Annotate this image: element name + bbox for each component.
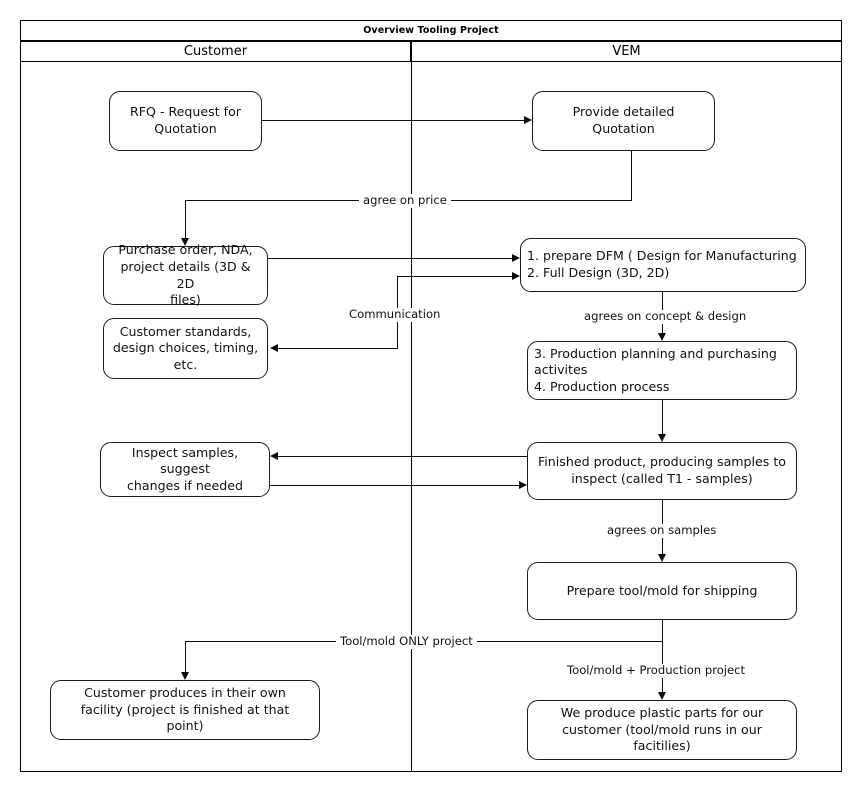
node-prepare-shipping[interactable]: Prepare tool/mold for shipping [527,562,797,620]
edge-communication-top-arrowhead [512,272,520,280]
edge-communication-bottom-arrowhead [270,344,278,352]
node-we-produce-label: We produce plastic parts for our custome… [560,705,764,754]
node-finished-product[interactable]: Finished product, producing samples to i… [527,442,797,500]
lane-header-vem: VEM [411,41,842,62]
node-production-planning[interactable]: 3. Production planning and purchasing ac… [527,341,797,400]
edge-tool-mold-only-arrowhead [181,672,189,680]
pool-title: Overview Tooling Project [20,20,842,41]
edge-agree-price-seg-down [631,151,633,200]
edge-label-agrees-on-samples: agrees on samples [603,524,721,538]
edge-label-tool-mold-production: Tool/mold + Production project [563,664,750,678]
node-customer-standards[interactable]: Customer standards, design choices, timi… [103,318,268,379]
edge-prepare-trunk [662,620,664,642]
edge-rfq-to-quotation-arrowhead [524,116,532,124]
node-customer-produces[interactable]: Customer produces in their own facility … [50,680,320,740]
edge-production-to-finished [662,400,664,434]
edge-dfm-to-production-arrowhead [658,333,666,341]
edge-purchase-order-to-dfm [268,258,516,260]
node-purchase-order[interactable]: Purchase order, NDA, project details (3D… [103,242,268,307]
edge-finished-to-prepare-arrowhead [658,554,666,562]
node-dfm-full-design[interactable]: 1. prepare DFM ( Design for Manufacturin… [520,238,806,292]
node-finished-product-label: Finished product, producing samples to i… [537,454,786,486]
edge-finished-to-inspect-arrowhead [270,452,278,460]
edge-agree-price-seg-down2 [185,200,187,238]
edge-tool-mold-only-vertical [185,641,187,672]
node-customer-produces-label: Customer produces in their own facility … [80,685,290,734]
node-dfm-full-design-label: 1. prepare DFM ( Design for Manufacturin… [527,248,797,280]
edge-finished-to-inspect [278,456,527,458]
node-rfq[interactable]: RFQ - Request for Quotation [109,91,262,151]
node-customer-standards-label: Customer standards, design choices, timi… [112,323,259,372]
edge-agree-price-arrowhead [181,238,189,246]
node-we-produce[interactable]: We produce plastic parts for our custome… [527,700,797,760]
edge-communication-bottom [278,348,398,350]
node-provide-quotation-label: Provide detailed Quotation [572,104,675,136]
edge-purchase-order-to-dfm-arrowhead [512,254,520,262]
edge-communication-top [397,276,516,278]
node-provide-quotation[interactable]: Provide detailed Quotation [532,91,715,151]
node-prepare-shipping-label: Prepare tool/mold for shipping [566,582,758,598]
lane-divider [411,62,413,772]
node-rfq-label: RFQ - Request for Quotation [130,104,241,136]
lane-header-customer: Customer [20,41,411,62]
node-production-planning-label: 3. Production planning and purchasing ac… [534,345,777,394]
edge-production-to-finished-arrowhead [658,434,666,442]
node-purchase-order-label: Purchase order, NDA, project details (3D… [118,242,253,308]
edge-label-tool-mold-only: Tool/mold ONLY project [336,635,477,649]
edge-label-communication: Communication [345,308,445,322]
edge-inspect-to-finished [270,485,523,487]
edge-label-agrees-concept-design: agrees on concept & design [580,310,751,324]
edge-inspect-to-finished-arrowhead [519,481,527,489]
node-inspect-samples[interactable]: Inspect samples, suggest changes if need… [100,442,270,497]
edge-tool-mold-production-arrowhead [658,692,666,700]
edge-rfq-to-quotation [262,120,526,122]
edge-label-agree-on-price: agree on price [359,194,451,208]
node-inspect-samples-label: Inspect samples, suggest changes if need… [126,444,244,493]
